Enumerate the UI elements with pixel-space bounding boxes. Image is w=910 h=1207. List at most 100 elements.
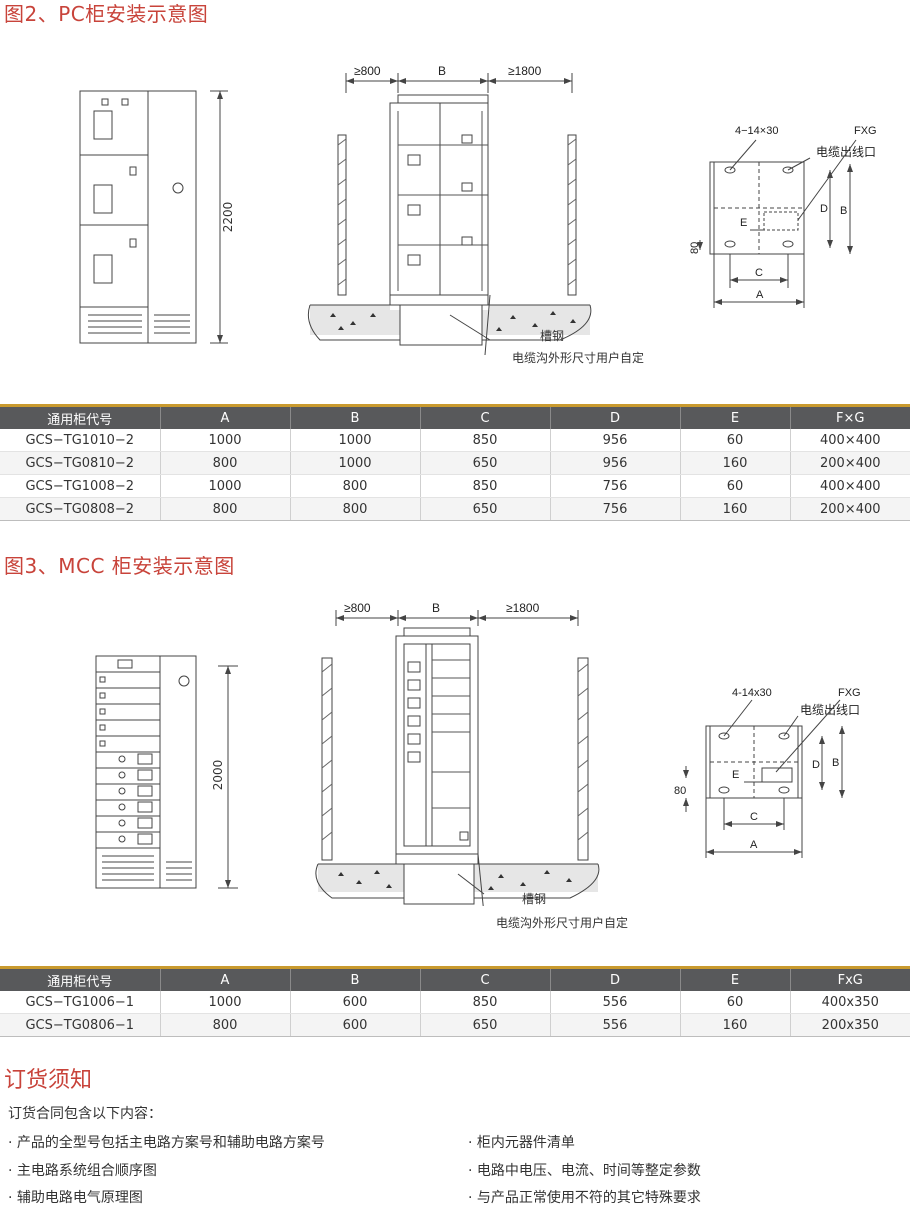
table1-header: E: [679, 405, 790, 429]
fig3-width-b: B: [432, 601, 440, 615]
table-cell: 800: [159, 497, 290, 521]
table1-header: F×G: [789, 405, 910, 429]
table2-header: E: [679, 967, 790, 991]
table-cell: 160: [679, 451, 790, 475]
table-row: GCS−TG1008−2 1000 800 850 756 60 400×400: [0, 474, 910, 498]
notice-title: 订货须知: [4, 1068, 93, 1093]
table2-header: FxG: [789, 967, 910, 991]
table2-header: B: [289, 967, 420, 991]
table1-header: B: [289, 405, 420, 429]
table2-header: C: [419, 967, 550, 991]
table-cell: 200×400: [789, 451, 910, 475]
fig3-height-label: 2000: [211, 759, 225, 791]
table2: 通用柜代号 A B C D E FxG GCS−TG1006−1 1000 60…: [0, 966, 910, 1037]
table-cell: GCS−TG1008−2: [0, 474, 160, 498]
fig3-side-section: ≥800 B ≥1800: [308, 596, 628, 930]
table-cell: 800: [289, 497, 420, 521]
table-row: GCS−TG0808−2 800 800 650 756 160 200×400: [0, 497, 910, 521]
table1-header: 通用柜代号: [47, 412, 113, 428]
fig3-channel-label: 槽钢: [522, 892, 547, 906]
table-cell: 600: [289, 1013, 420, 1037]
table-cell: 756: [549, 497, 680, 521]
fig2-plan-holes: 4−14×30: [735, 125, 778, 137]
fig3-plan-holes: 4-14x30: [732, 687, 772, 699]
fig3-plan-a: A: [750, 839, 758, 851]
table-cell: 850: [419, 429, 550, 452]
notice-right-item: · 柜内元器件清单: [468, 1135, 575, 1151]
table2-header: D: [549, 967, 680, 991]
notice-right-item: · 与产品正常使用不符的其它特殊要求: [468, 1190, 701, 1206]
notice-left-item: · 主电路系统组合顺序图: [8, 1163, 157, 1179]
fig3-plan-d: D: [812, 759, 820, 771]
table-cell: 60: [679, 991, 790, 1014]
table1-header-row: 通用柜代号 A B C D E F×G: [0, 405, 910, 429]
table2-header: 通用柜代号: [47, 974, 113, 990]
fig2-plan-b: B: [840, 205, 847, 217]
fig2-plan-a: A: [756, 289, 764, 301]
table-cell: 1000: [159, 474, 290, 498]
table-row: GCS−TG0806−1 800 600 650 556 160 200x350: [0, 1013, 910, 1037]
table-cell: 850: [419, 474, 550, 498]
fig2-right-clearance: ≥1800: [508, 64, 542, 78]
fig3-front-elevation: 2000: [88, 650, 258, 895]
fig3-plan-b: B: [832, 757, 839, 769]
fig3-right-clearance: ≥1800: [506, 601, 540, 615]
fig2-plan-d: D: [820, 203, 828, 215]
table-cell: 200×400: [789, 497, 910, 521]
table-cell: 400×400: [789, 474, 910, 498]
fig2-plan-e: E: [740, 217, 747, 229]
table-cell: 200x350: [789, 1013, 910, 1037]
table-cell: 650: [419, 497, 550, 521]
table1-header: A: [159, 405, 290, 429]
fig3-plan-outlet: 电缆出线口: [800, 703, 860, 717]
fig2-side-section: ≥800 B ≥1800: [300, 55, 644, 365]
fig2-front-elevation: 2200: [70, 85, 240, 350]
table-cell: GCS−TG1006−1: [0, 991, 160, 1014]
table-cell: 556: [549, 991, 680, 1014]
table-cell: 60: [679, 429, 790, 452]
table-cell: 556: [549, 1013, 680, 1037]
table2-header: A: [159, 967, 290, 991]
notice-right-item: · 电路中电压、电流、时间等整定参数: [468, 1163, 701, 1179]
fig3-plan-c: C: [750, 811, 758, 823]
fig2-plan-80: 80: [689, 242, 701, 254]
table-cell: 650: [419, 451, 550, 475]
table-cell: 600: [289, 991, 420, 1014]
table-cell: 160: [679, 1013, 790, 1037]
table-cell: GCS−TG0810−2: [0, 451, 160, 475]
fig3-title: 图3、MCC 柜安装示意图: [4, 554, 235, 578]
table1-header: C: [419, 405, 550, 429]
table-cell: 400x350: [789, 991, 910, 1014]
table-cell: 650: [419, 1013, 550, 1037]
table-row: GCS−TG0810−2 800 1000 650 956 160 200×40…: [0, 451, 910, 475]
fig2-title: 图2、PC柜安装示意图: [4, 2, 209, 26]
table-cell: 400×400: [789, 429, 910, 452]
table-cell: 1000: [159, 991, 290, 1014]
table-cell: GCS−TG1010−2: [0, 429, 160, 452]
fig2-channel-label: 槽钢: [540, 329, 565, 343]
table-cell: 1000: [289, 429, 420, 452]
table1-header: D: [549, 405, 680, 429]
table-cell: 800: [159, 451, 290, 475]
fig3-plan-e: E: [732, 769, 739, 781]
table-cell: 1000: [289, 451, 420, 475]
fig2-plan-c: C: [755, 267, 763, 279]
table-cell: 756: [549, 474, 680, 498]
table-row: GCS−TG1006−1 1000 600 850 556 60 400x350: [0, 991, 910, 1014]
fig3-plan-80: 80: [674, 785, 686, 797]
fig2-plan-fxg: FXG: [854, 125, 877, 137]
table-cell: 800: [159, 1013, 290, 1037]
fig2-width-b: B: [438, 64, 446, 78]
table-cell: 850: [419, 991, 550, 1014]
table1: 通用柜代号 A B C D E F×G GCS−TG1010−2 1000 10…: [0, 404, 910, 521]
fig2-plan-outlet: 电缆出线口: [816, 145, 876, 159]
fig3-plan-fxg: FXG: [838, 687, 861, 699]
table-cell: 1000: [159, 429, 290, 452]
fig3-trench-label: 电缆沟外形尺寸用户自定: [496, 916, 629, 930]
table-cell: 800: [289, 474, 420, 498]
table-cell: 956: [549, 451, 680, 475]
table-row: GCS−TG1010−2 1000 1000 850 956 60 400×40…: [0, 429, 910, 452]
table-cell: 160: [679, 497, 790, 521]
table-cell: 60: [679, 474, 790, 498]
table-cell: 956: [549, 429, 680, 452]
